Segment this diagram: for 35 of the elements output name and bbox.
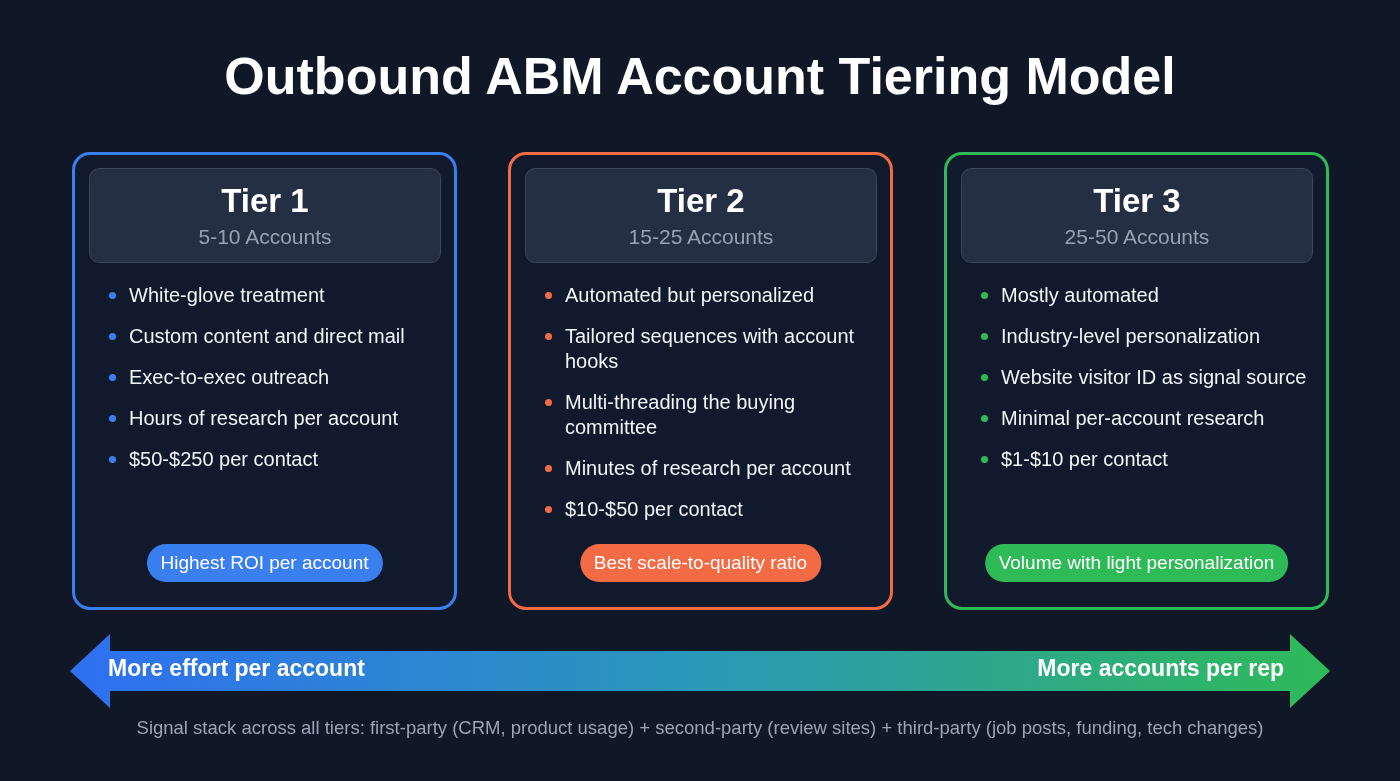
bullet-item: White-glove treatment (109, 283, 439, 308)
direction-label: More accounts per rep (1037, 655, 1284, 682)
direction-label: More effort per account (108, 655, 365, 682)
tier-card (944, 152, 1329, 610)
bullet-item: Industry-level personalization (981, 324, 1311, 349)
bullet-item: Minimal per-account research (981, 406, 1311, 431)
title: Outbound ABM Account Tiering Model (223, 46, 1177, 106)
account-range: 15-25 Accounts (628, 225, 774, 249)
tier-heading: Tier 3 (1093, 182, 1181, 220)
account-range: 25-50 Accounts (1064, 225, 1210, 249)
tier-header-box (89, 168, 441, 263)
tier-heading: Tier 2 (657, 182, 745, 220)
bullet-item: $1-$10 per contact (981, 447, 1311, 472)
bullet-item: Tailored sequences with account hooks (545, 324, 875, 374)
bullet-item: Custom content and direct mail (109, 324, 439, 349)
bullet-item: Minutes of research per account (545, 456, 875, 481)
double-arrow-band (70, 634, 1330, 708)
tier-card (72, 152, 457, 610)
bullet-item: $10-$50 per contact (545, 497, 875, 522)
summary-pill: Volume with light personalization (984, 544, 1289, 582)
bullet-item: Hours of research per account (109, 406, 439, 431)
bullet-item: Mostly automated (981, 283, 1311, 308)
bullet-item: Exec-to-exec outreach (109, 365, 439, 390)
bullet-item: Website visitor ID as signal source (981, 365, 1311, 390)
summary-pill: Highest ROI per account (146, 544, 383, 582)
tier-heading: Tier 1 (221, 182, 309, 220)
bullet-item: Automated but personalized (545, 283, 875, 308)
summary-pill: Best scale-to-quality ratio (579, 544, 822, 582)
caption: Signal stack across all tiers: first-party (CRM, product usage) + second-party (review sites) + third-party (job posts, funding, tech changes) (135, 717, 1265, 739)
tier-header-box (525, 168, 877, 263)
tier-card (508, 152, 893, 610)
account-range: 5-10 Accounts (198, 225, 332, 249)
tier-header-box (961, 168, 1313, 263)
bullet-item: Multi-threading the buying committee (545, 390, 875, 440)
bullet-item: $50-$250 per contact (109, 447, 439, 472)
